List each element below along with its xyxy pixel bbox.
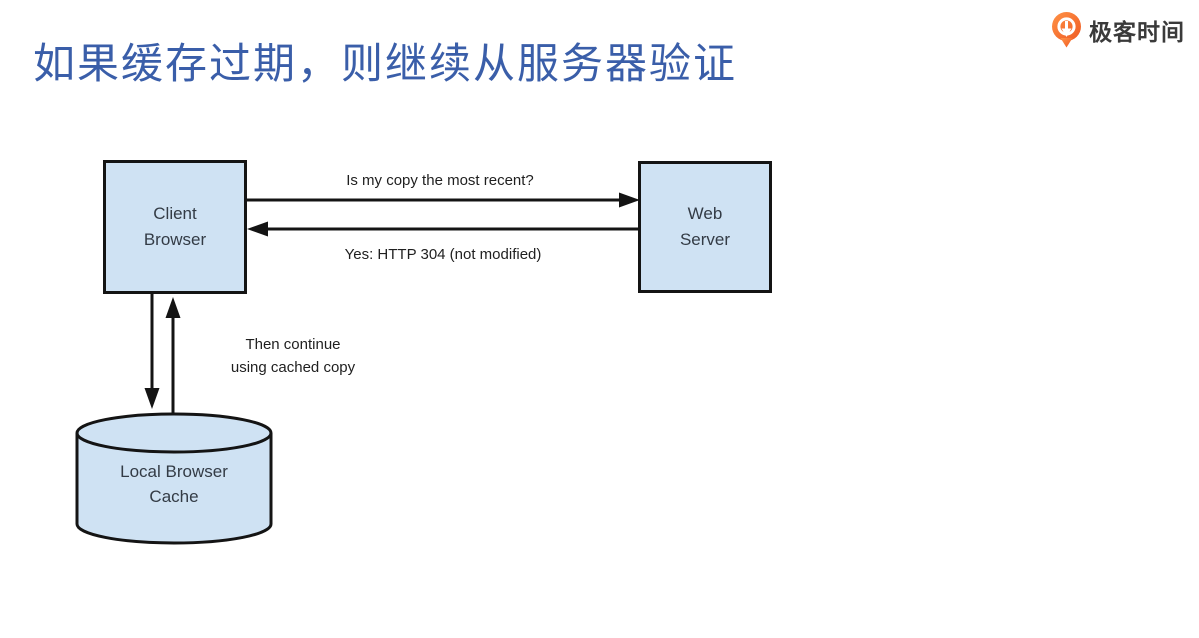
cache-label-line2: Cache: [149, 486, 199, 506]
geektime-pin-arrow-icon: [1052, 12, 1081, 48]
node-client-browser-label-line1: Client: [153, 203, 197, 223]
node-web-server-label-line2: Server: [679, 230, 731, 249]
edge-label-request: Is my copy the most recent?: [346, 172, 534, 189]
cylinder-shape: [75, 412, 273, 545]
node-local-browser-cache-label: Local Browser Cache: [74, 460, 274, 509]
node-web-server: Web Server: [638, 161, 772, 293]
node-client-browser: Client Browser: [103, 160, 247, 294]
edge-server-to-client: [247, 221, 640, 237]
edge-label-cache-use-line1: Then continue: [245, 336, 341, 353]
slide-title: 如果缓存过期，则继续从服务器验证: [33, 40, 738, 87]
brand-logo: 极客时间: [1051, 12, 1185, 48]
node-local-browser-cache: [74, 411, 274, 547]
edge-cache-to-client: [165, 297, 181, 418]
edge-client-to-server: [247, 192, 640, 208]
edge-label-cache-use: Then continue using cached copy: [207, 334, 379, 379]
edge-label-cache-use-line2: using cached copy: [230, 358, 356, 376]
brand-name: 极客时间: [1089, 19, 1185, 45]
edge-label-response: Yes: HTTP 304 (not modified): [344, 246, 542, 263]
edge-client-to-cache: [144, 292, 160, 409]
node-web-server-label-line1: Web: [687, 203, 723, 223]
cache-label-line1: Local Browser: [120, 462, 228, 481]
node-client-browser-label-line2: Browser: [143, 230, 207, 249]
